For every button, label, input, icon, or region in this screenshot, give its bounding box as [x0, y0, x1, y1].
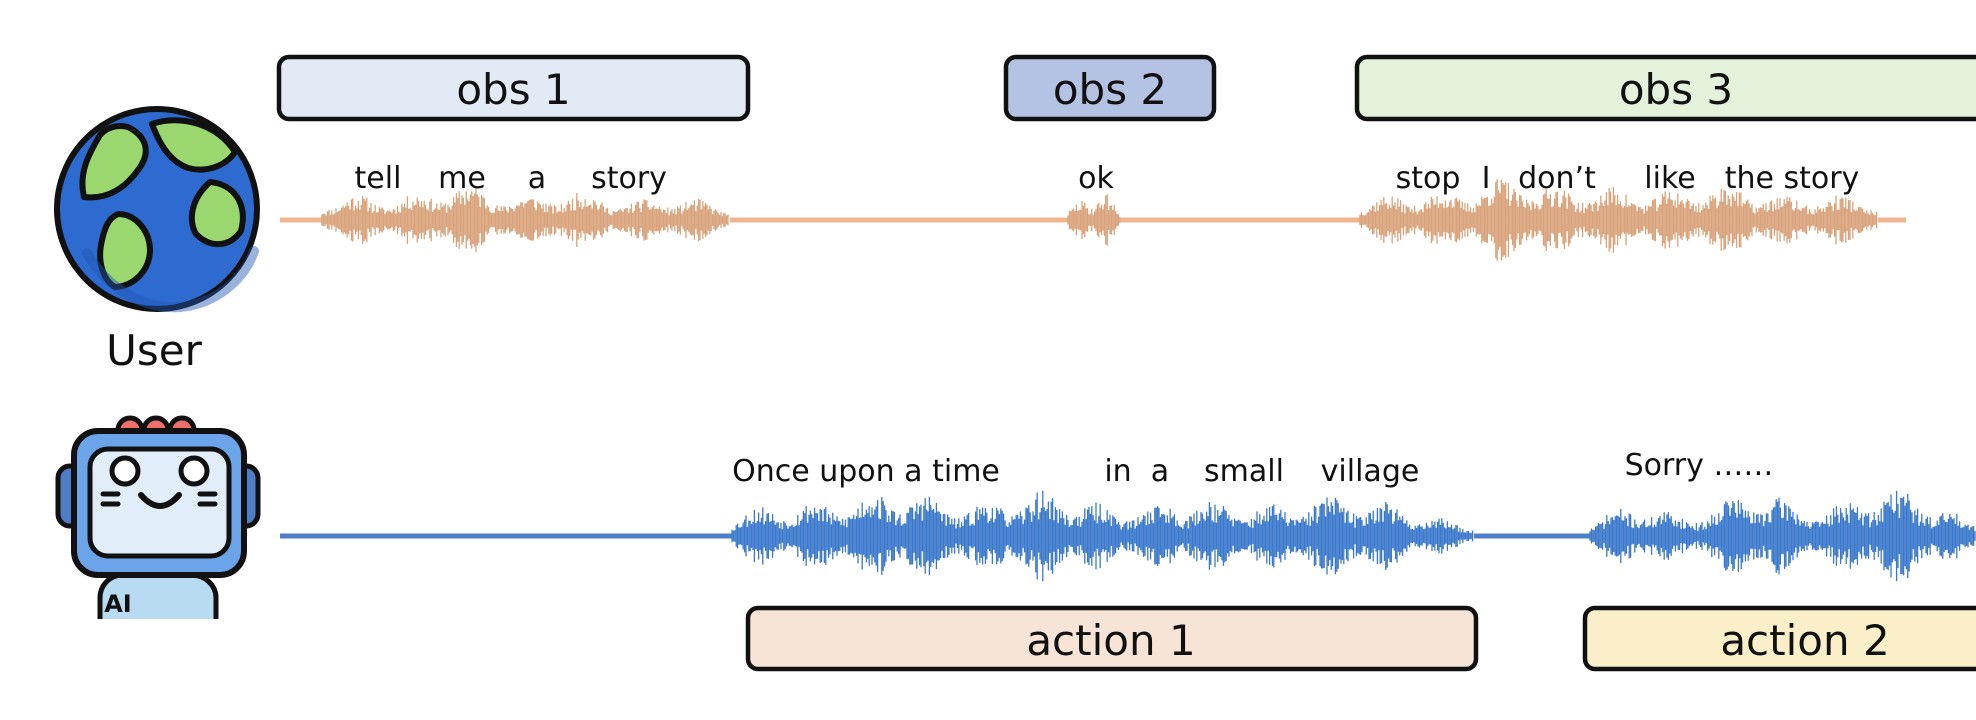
user-word: me [438, 161, 486, 196]
waveform [321, 187, 729, 253]
observation-box-1: obs 1 [276, 54, 751, 122]
ai-word: Sorry …… [1625, 448, 1774, 483]
observation-box-3: obs 3 [1354, 54, 1976, 122]
waveform [1067, 194, 1121, 246]
user-word: tell [355, 161, 402, 196]
user-word: a [528, 161, 546, 196]
ai-word: small [1204, 454, 1284, 489]
user-word: I [1482, 161, 1491, 196]
user-timeline [280, 179, 1906, 261]
observation-label-1: obs 1 [456, 65, 570, 114]
action-label-1: action 1 [1026, 616, 1195, 665]
robot-icon: AI [55, 415, 261, 619]
user-word: the story [1725, 161, 1860, 196]
user-word: ok [1078, 161, 1114, 196]
globe-icon [54, 106, 260, 313]
user-word: story [591, 161, 667, 196]
observation-box-2: obs 2 [1003, 54, 1217, 122]
ai-word: a [1151, 454, 1169, 489]
observation-label-2: obs 2 [1053, 65, 1167, 114]
ai-timeline [280, 490, 1976, 582]
ai-words: Once upon a time in a small village Sorr… [732, 448, 1773, 489]
action-box-1: action 1 [745, 605, 1479, 672]
user-waveforms [321, 179, 1878, 261]
action-box-2: action 2 [1582, 605, 1976, 672]
robot-badge-label: AI [104, 590, 132, 618]
user-label: User [106, 326, 202, 375]
user-words: tell me a story ok stop I don’t like the… [355, 161, 1860, 196]
user-word: like [1644, 161, 1695, 196]
waveform [731, 490, 1474, 582]
action-label-2: action 2 [1720, 616, 1889, 665]
user-word: stop [1396, 161, 1461, 196]
waveform [1359, 179, 1878, 261]
ai-waveforms [731, 490, 1976, 582]
ai-word: Once upon a time [732, 454, 1000, 489]
waveform [1589, 490, 1976, 582]
ai-word: in [1104, 454, 1131, 489]
observation-label-3: obs 3 [1619, 65, 1733, 114]
user-word: don’t [1518, 161, 1596, 196]
ai-word: village [1321, 454, 1420, 489]
